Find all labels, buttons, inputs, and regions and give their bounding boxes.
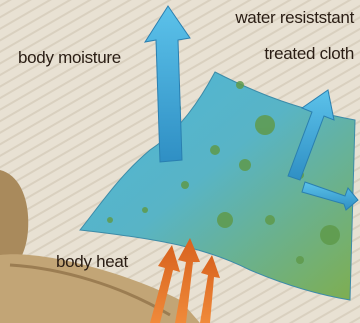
body-heat-label: body heat: [56, 252, 128, 272]
water-resistant-label: water resiststant: [235, 8, 354, 28]
treated-cloth-label: treated cloth: [264, 44, 354, 64]
body-moisture-label: body moisture: [18, 48, 121, 68]
